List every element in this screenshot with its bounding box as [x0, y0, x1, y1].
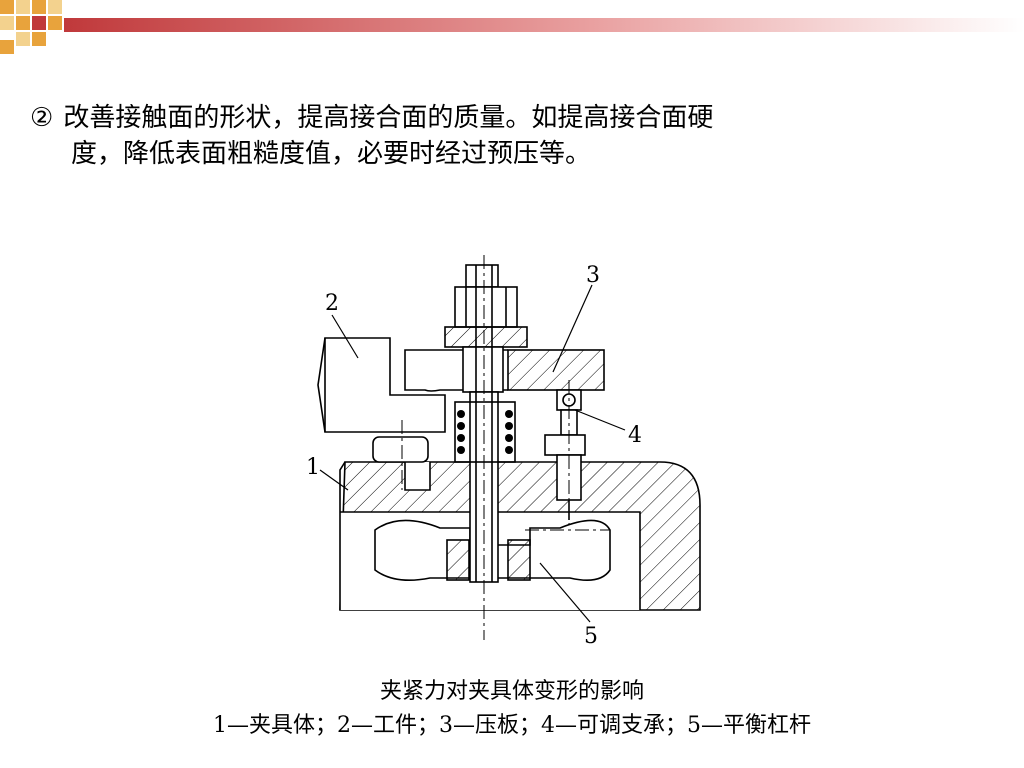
label-workpiece: 2: [325, 291, 339, 316]
clamp-plate: [404, 349, 605, 392]
leader-lines: [319, 284, 626, 623]
label-clamp-plate: 3: [586, 263, 600, 288]
figure-caption: 夹紧力对夹具体变形的影响 1—夹具体；2—工件；3—压板；4—可调支承；5—平衡…: [0, 675, 1024, 743]
bushing: [446, 539, 470, 581]
gradient-bar: [64, 18, 1024, 32]
fixture-diagram: 1 2 3 4 5: [306, 255, 701, 649]
caption-legend: 1—夹具体；2—工件；3—压板；4—可调支承；5—平衡杠杆: [213, 713, 811, 738]
header-decoration: [0, 0, 1024, 54]
caption-title: 夹紧力对夹具体变形的影响: [379, 679, 644, 704]
spring: [454, 401, 516, 463]
circled-bullet: ②: [30, 103, 54, 133]
spring-coils: [457, 410, 513, 454]
label-adjustable-support: 4: [628, 423, 642, 448]
center-lines: [401, 255, 610, 640]
label-balance-lever: 5: [584, 624, 598, 649]
support-pad: [372, 436, 429, 463]
label-fixture-body: 1: [306, 455, 320, 480]
bushing-right: [507, 539, 531, 581]
workpiece: [317, 337, 446, 433]
checker-squares: [0, 0, 62, 54]
text-line-2: 度，降低表面粗糙度值，必要时经过预压等。: [71, 139, 592, 169]
